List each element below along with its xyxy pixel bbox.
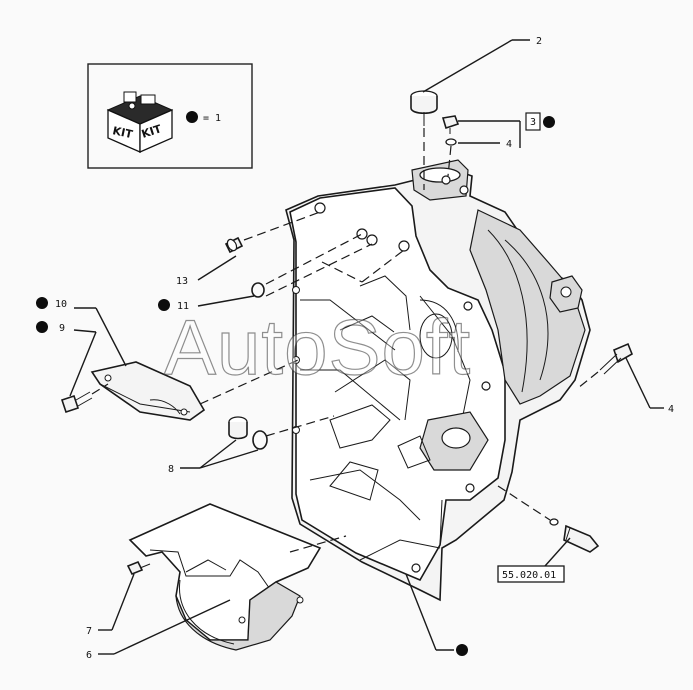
callout-7: 7 bbox=[86, 626, 92, 637]
leader-bottom bbox=[405, 573, 437, 651]
part-4-washer bbox=[445, 138, 457, 146]
leader-4-bolt bbox=[625, 357, 651, 409]
leader-8a bbox=[199, 439, 237, 469]
reference-box bbox=[497, 565, 565, 583]
watermark-text: AutoSoft bbox=[164, 303, 471, 391]
leader-2 bbox=[422, 39, 513, 93]
legend-marker-dot bbox=[186, 111, 198, 123]
bell-housing bbox=[469, 209, 586, 405]
leader-7 bbox=[111, 573, 135, 631]
marker-10 bbox=[36, 297, 48, 309]
leader-8b bbox=[199, 449, 259, 469]
marker-11 bbox=[158, 299, 170, 311]
leader-6 bbox=[113, 599, 231, 655]
callout-10: 10 bbox=[55, 299, 67, 310]
callout-6: 6 bbox=[86, 650, 92, 661]
leader-10 bbox=[95, 307, 127, 367]
marker-9 bbox=[36, 321, 48, 333]
leader-9 bbox=[69, 331, 97, 397]
marker-bottom bbox=[456, 644, 468, 656]
leader-11 bbox=[197, 295, 255, 307]
marker-3 bbox=[543, 116, 555, 128]
part-8-plug-seal bbox=[228, 416, 268, 450]
part-9-screw bbox=[60, 391, 93, 414]
sensor-unit bbox=[549, 518, 600, 553]
callout-8: 8 bbox=[168, 464, 174, 475]
part-6-guard bbox=[128, 503, 322, 651]
kit-label-left: KIT bbox=[111, 124, 134, 141]
part-10-cover bbox=[90, 361, 206, 421]
legend-equals-text: = 1 bbox=[203, 113, 221, 124]
part-2-breather bbox=[410, 90, 438, 126]
reference-label: 55.020.01 bbox=[502, 570, 556, 581]
part-13-dowel bbox=[224, 236, 244, 254]
part-11-oring bbox=[251, 282, 265, 298]
part-7-screw bbox=[126, 560, 151, 576]
kit-label-right: KIT bbox=[140, 122, 164, 141]
leader-reference bbox=[544, 537, 571, 567]
callout-13: 13 bbox=[176, 276, 188, 287]
callout-4-top: 4 bbox=[506, 139, 512, 150]
callout-4-bolt: 4 bbox=[668, 404, 674, 415]
flange-face bbox=[289, 187, 506, 582]
callout-11: 11 bbox=[177, 301, 189, 312]
callout-9: 9 bbox=[59, 323, 65, 334]
leader-13 bbox=[197, 255, 237, 281]
kit-box-icon: KIT KIT bbox=[106, 91, 174, 153]
part-3-plug bbox=[441, 115, 460, 134]
callout-3-box bbox=[525, 112, 541, 131]
part-4-bolt bbox=[577, 342, 634, 389]
kit-legend: KIT KIT = 1 bbox=[87, 63, 253, 169]
housing-casting bbox=[285, 159, 591, 602]
callout-2: 2 bbox=[536, 36, 542, 47]
callout-3: 3 bbox=[530, 117, 536, 128]
